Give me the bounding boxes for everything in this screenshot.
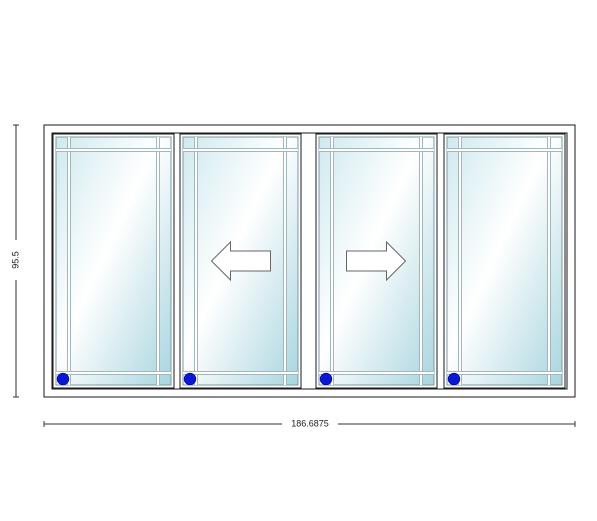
height-dimension: 95.5 bbox=[8, 124, 24, 398]
panels-group bbox=[52, 133, 566, 389]
arrow-left-icon bbox=[210, 240, 271, 282]
handle-icon bbox=[183, 372, 197, 386]
handle-icon bbox=[56, 372, 70, 386]
inner-frame bbox=[51, 132, 568, 390]
glass-pane bbox=[446, 136, 563, 386]
glass-pane bbox=[55, 136, 172, 386]
handle-icon bbox=[447, 372, 461, 386]
arrow-right-icon bbox=[346, 240, 407, 282]
sash-3 bbox=[315, 133, 438, 389]
width-dimension-label: 186.6875 bbox=[291, 418, 329, 428]
sash-4 bbox=[443, 133, 566, 389]
handle-icon bbox=[319, 372, 333, 386]
sash-1 bbox=[52, 133, 175, 389]
width-dimension: 186.6875 bbox=[43, 416, 576, 432]
height-dimension-label: 95.5 bbox=[10, 251, 20, 269]
sash-2 bbox=[179, 133, 302, 389]
